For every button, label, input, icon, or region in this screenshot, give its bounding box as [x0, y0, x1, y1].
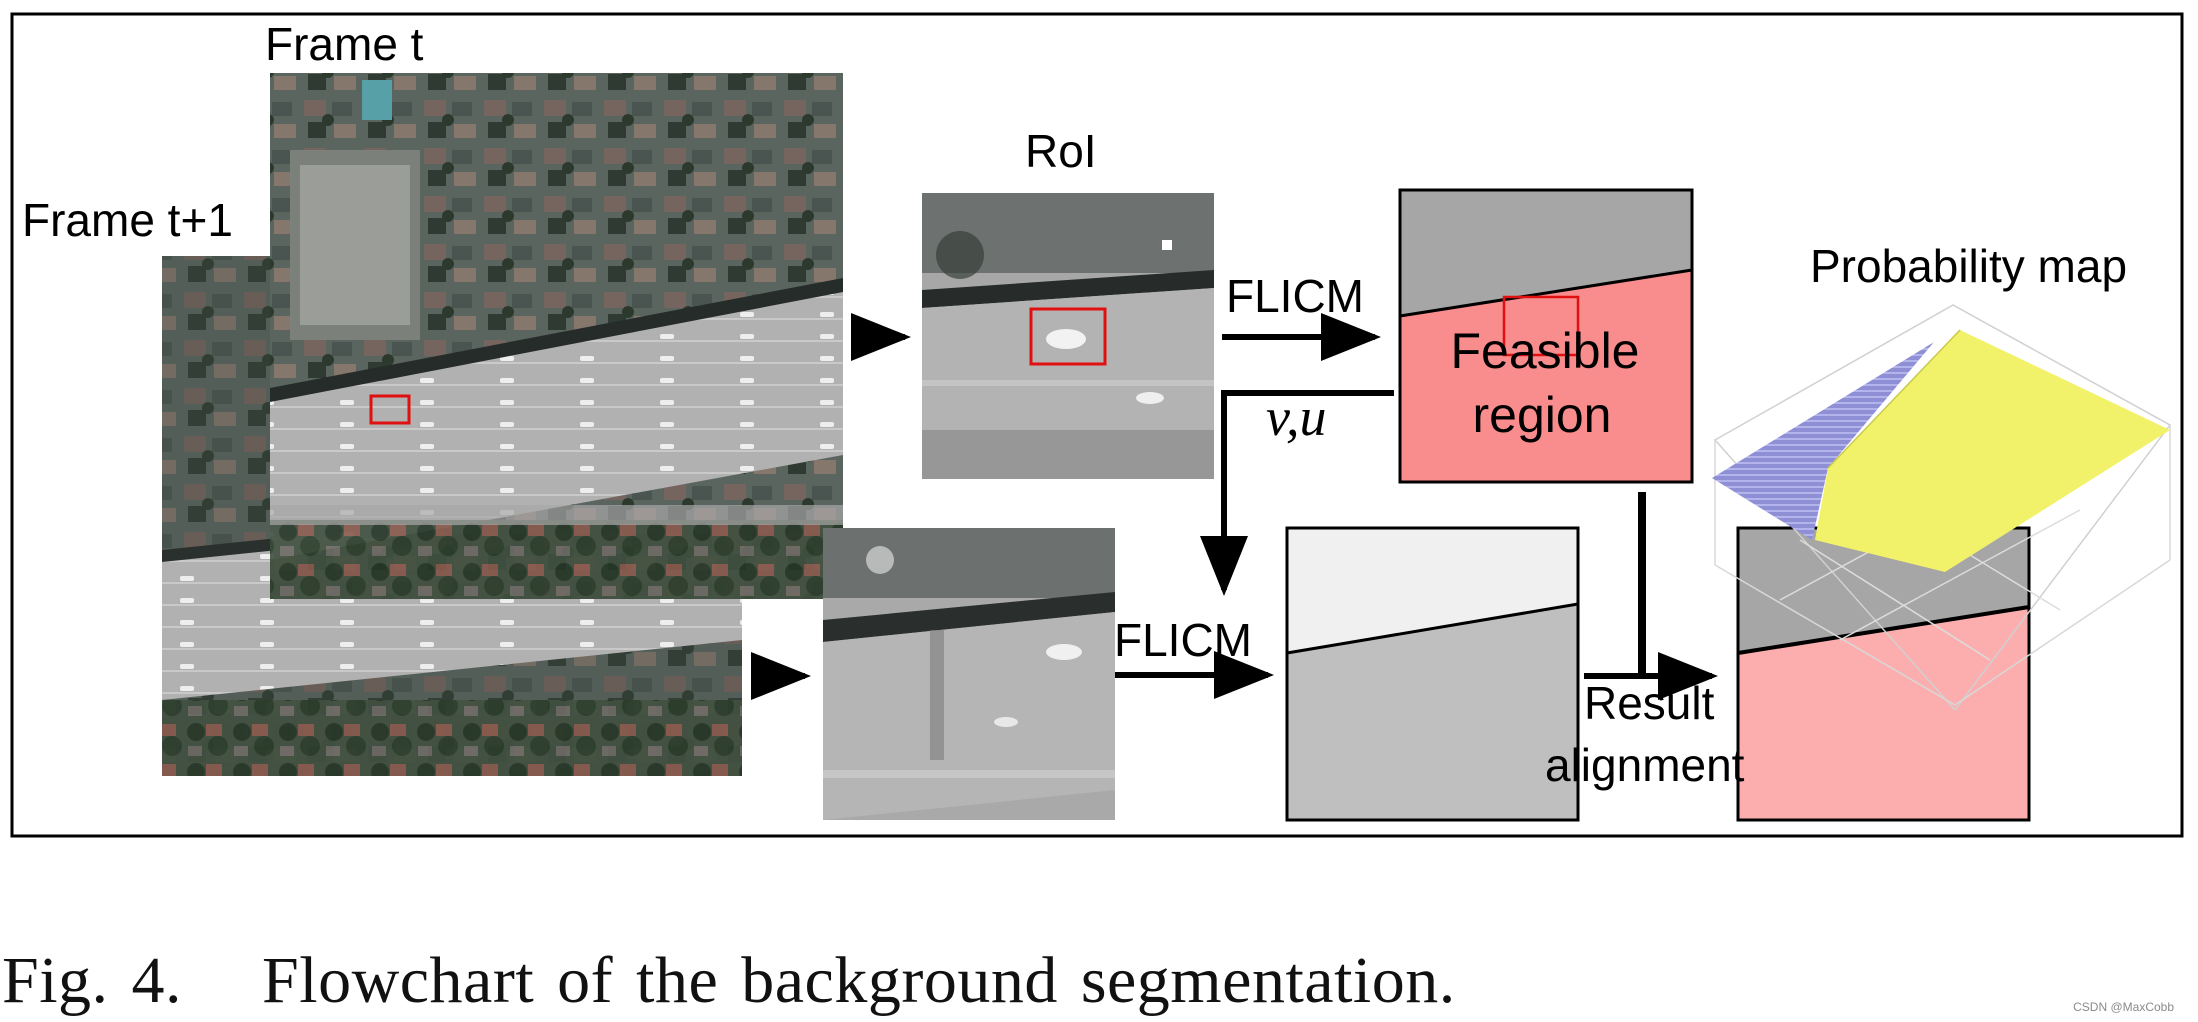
label-frame-t: Frame t — [265, 18, 424, 70]
frame-t-image — [270, 73, 843, 599]
label-flicm-bottom: FLICM — [1114, 614, 1252, 666]
outer-frame — [10, 12, 2184, 838]
label-vu: v,u — [1266, 387, 1326, 447]
arrow-vu-feedback — [1200, 390, 1394, 596]
frame-t1-crop-image — [823, 528, 1115, 820]
probability-map-surface — [1712, 304, 2172, 712]
label-result-line1: Result — [1584, 677, 1715, 729]
label-flicm-top: FLICM — [1226, 270, 1364, 322]
segmentation-box — [1285, 526, 1580, 822]
figure-caption: Fig. 4. Flowchart of the background segme… — [2, 943, 1456, 1019]
label-probability-map: Probability map — [1810, 240, 2127, 292]
label-feasible-line2: region — [1473, 387, 1612, 443]
label-roi: RoI — [1025, 125, 1097, 177]
caption-text: Flowchart of the background segmentation… — [262, 944, 1456, 1017]
feasible-region-box — [1398, 188, 1694, 484]
label-frame-t1: Frame t+1 — [22, 194, 233, 246]
label-feasible-line1: Feasible — [1451, 323, 1640, 379]
watermark: CSDN @MaxCobb — [2073, 1000, 2174, 1014]
label-result-line2: alignment — [1545, 739, 1745, 791]
roi-image — [922, 193, 1214, 479]
result-alignment-box — [1736, 526, 2031, 822]
roi-marker-small — [369, 394, 411, 425]
roi-marker — [1029, 307, 1107, 366]
caption-fig-label: Fig. 4. — [2, 944, 183, 1017]
